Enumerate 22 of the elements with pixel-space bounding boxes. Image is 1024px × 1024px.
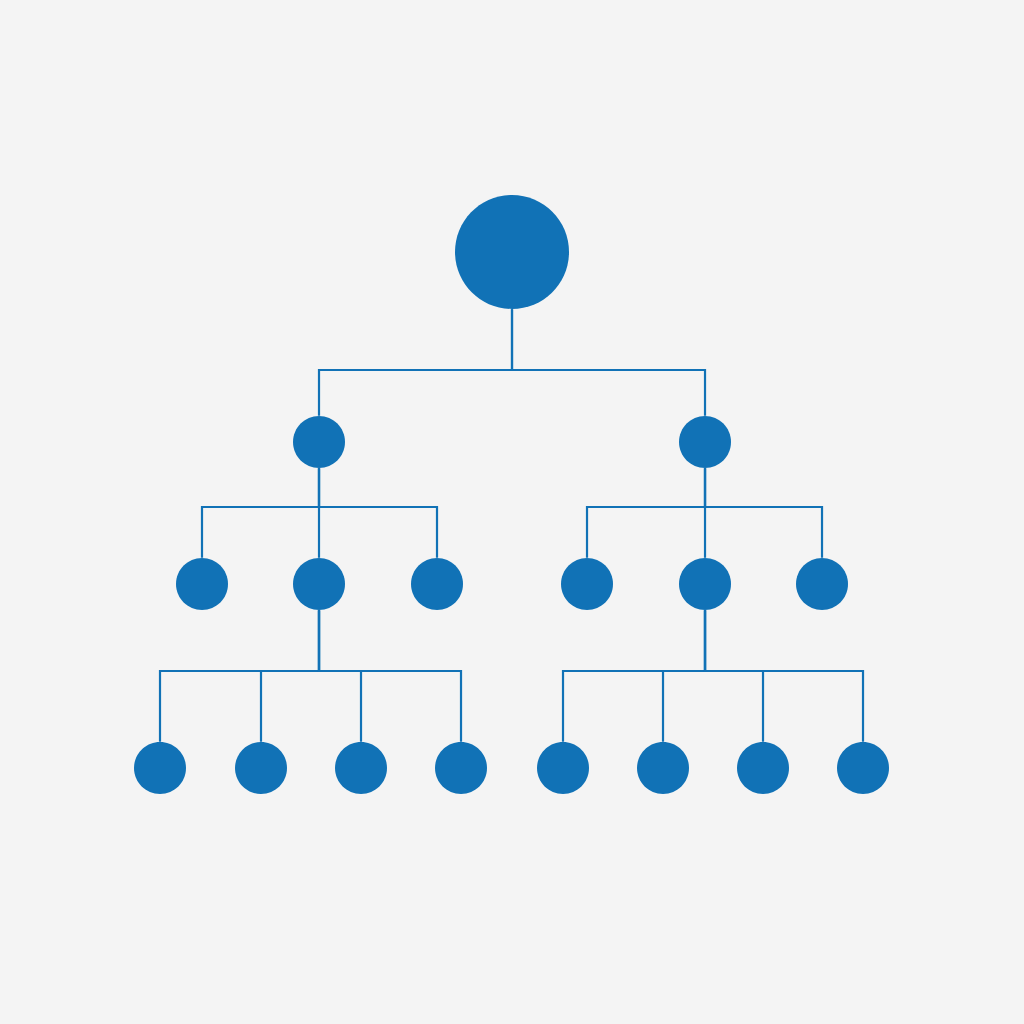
circle-node [176,558,228,610]
connector-line [703,468,824,558]
circle-node [455,195,569,309]
circle-node [293,416,345,468]
connector-line [317,610,463,742]
circle-node [679,416,731,468]
circle-node [435,742,487,794]
circle-node [335,742,387,794]
circle-node [561,558,613,610]
circle-node [679,558,731,610]
circle-node [134,742,186,794]
circle-node [637,742,689,794]
circle-node [537,742,589,794]
circle-node [737,742,789,794]
circle-node [837,742,889,794]
circle-node [293,558,345,610]
circle-node [411,558,463,610]
connector-line [510,309,707,416]
circle-node [796,558,848,610]
connector-line [703,610,865,742]
connector-line [317,468,439,558]
circle-node [235,742,287,794]
